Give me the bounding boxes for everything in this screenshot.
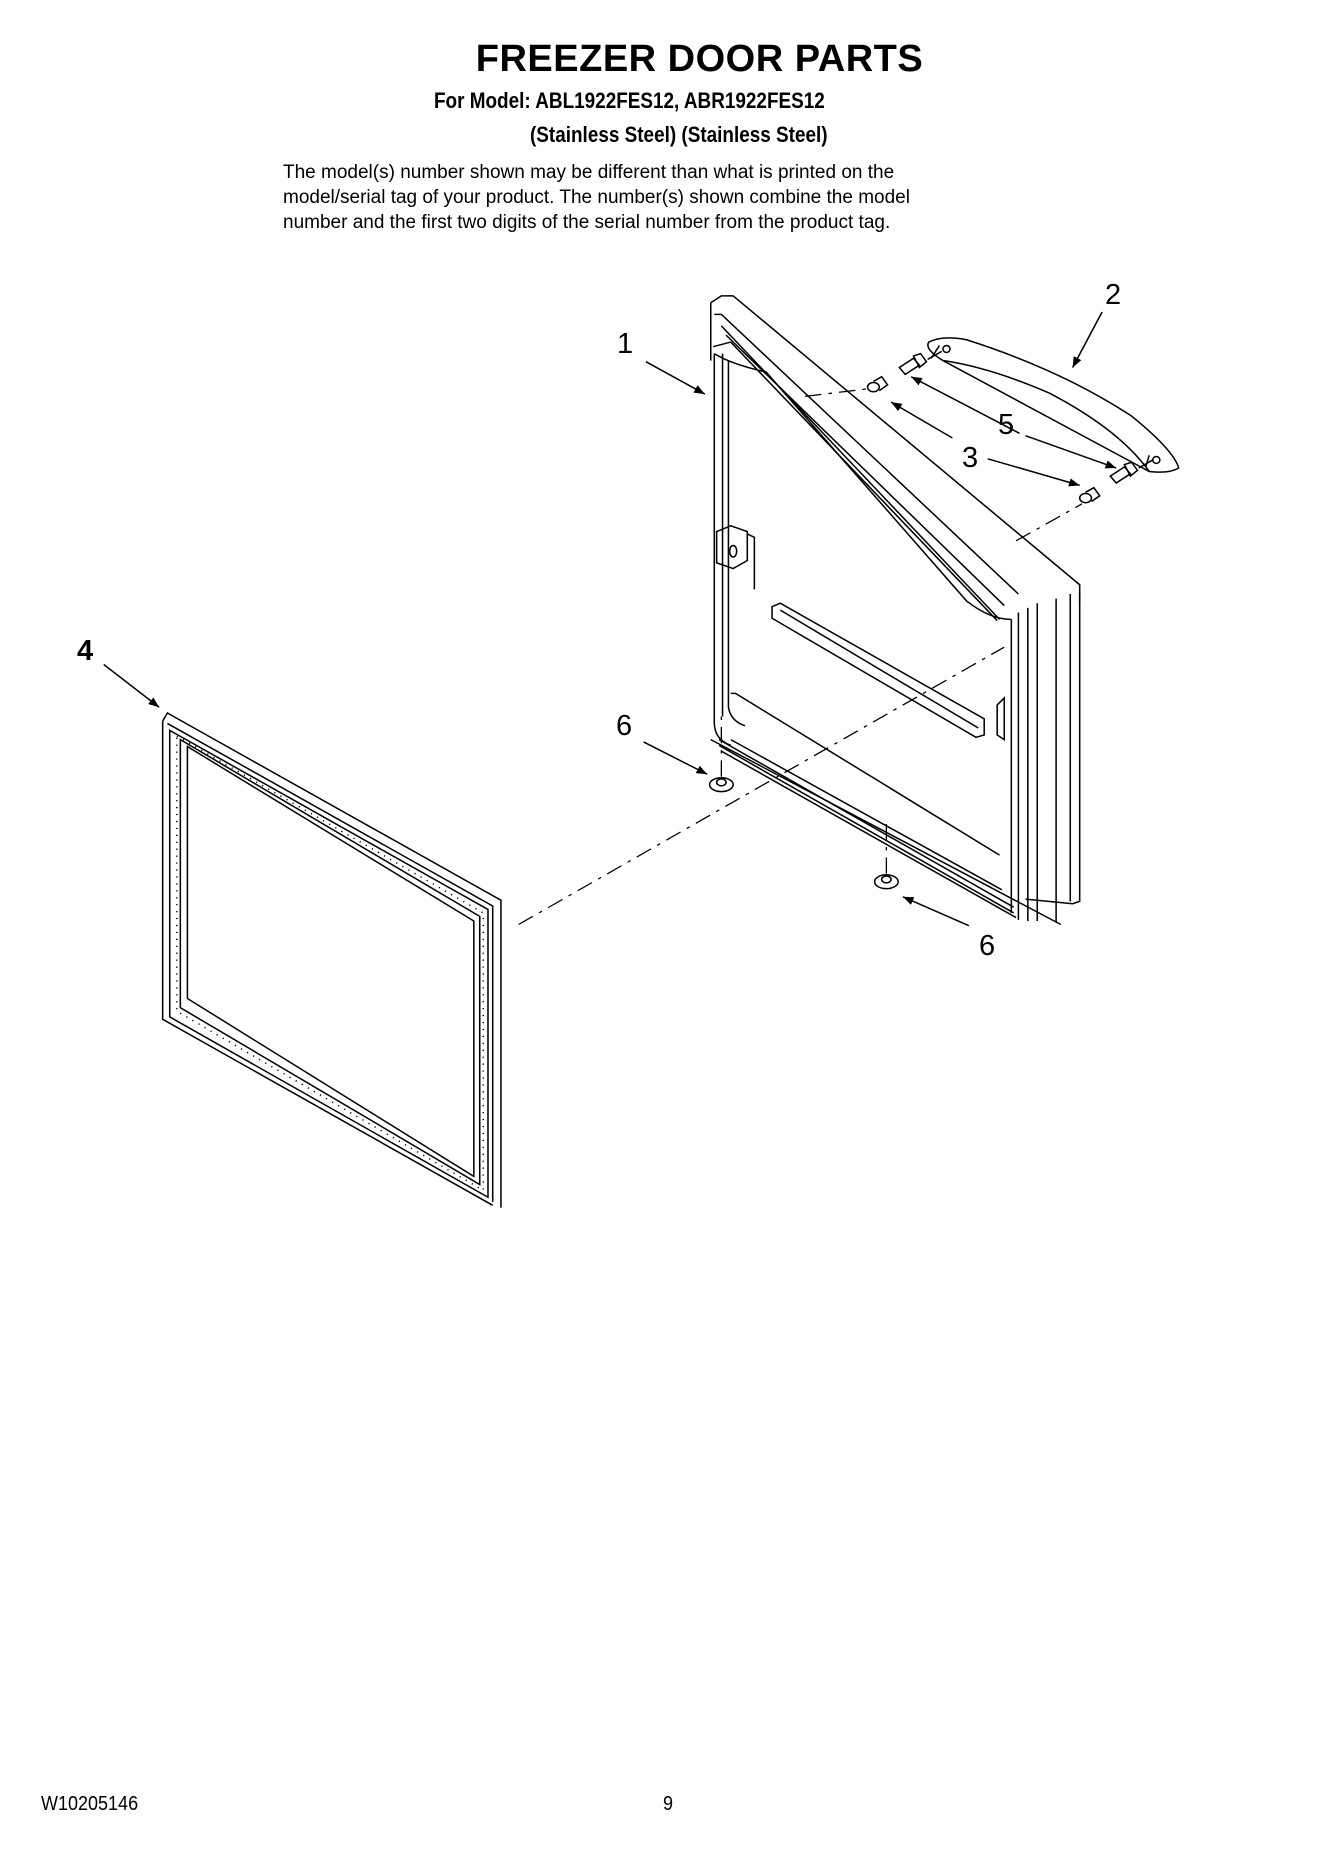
door-glide-drawing <box>708 776 899 890</box>
callout-3: 3 <box>962 442 979 474</box>
assembly-centerlines <box>518 387 1083 926</box>
model-line: For Model: ABL1922FES12, ABR1922FES12 <box>434 88 825 113</box>
finish-line: (Stainless Steel) (Stainless Steel) <box>530 122 828 147</box>
model-notice: The model(s) number shown may be differe… <box>283 160 910 235</box>
handle-screw-drawing <box>898 350 1154 485</box>
notice-line: number and the first two digits of the s… <box>283 212 891 233</box>
callout-leaders <box>103 311 1117 927</box>
freezer-door-drawing <box>709 295 1081 926</box>
notice-line: model/serial tag of your product. The nu… <box>283 187 910 208</box>
callout-2: 2 <box>1105 279 1122 311</box>
callout-6-left: 6 <box>616 710 633 742</box>
handle-stud-drawing <box>866 375 1101 504</box>
callout-1: 1 <box>617 328 634 360</box>
notice-line: The model(s) number shown may be differe… <box>283 162 895 183</box>
callout-4: 4 <box>77 635 94 667</box>
page-title: FREEZER DOOR PARTS <box>475 38 924 80</box>
page-number: 9 <box>663 1793 674 1815</box>
callout-5: 5 <box>998 409 1015 441</box>
document-number: W10205146 <box>41 1793 139 1815</box>
door-gasket-drawing <box>161 711 502 1208</box>
callout-6-right: 6 <box>979 930 996 962</box>
